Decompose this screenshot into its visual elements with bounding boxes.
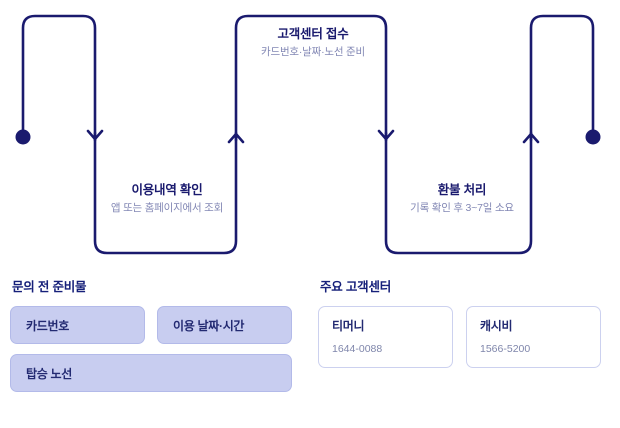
flow-path-graphic (15, 14, 601, 255)
flow-diagram: 이용내역 확인 앱 또는 홈페이지에서 조회 고객센터 접수 카드번호·날짜·노… (15, 14, 601, 255)
customer-centers-card-grid: 티머니 1644-0088 캐시비 1566-5200 (318, 306, 610, 368)
checklist-chip-route[interactable]: 탑승 노선 (10, 354, 292, 392)
checklist-heading: 문의 전 준비물 (12, 280, 87, 294)
checklist-panel: 문의 전 준비물 카드번호 이용 날짜·시간 탑승 노선 (10, 276, 302, 392)
customer-center-card-cashbee[interactable]: 캐시비 1566-5200 (466, 306, 601, 368)
flow-segment-2 (93, 131, 238, 255)
checklist-chip-grid: 카드번호 이용 날짜·시간 탑승 노선 (10, 306, 302, 392)
customer-center-phone[interactable]: 1644-0088 (332, 343, 383, 355)
arrowhead-down-1 (86, 129, 104, 141)
flow-segment-3 (234, 14, 388, 142)
customer-center-name: 티머니 (332, 319, 365, 333)
end-dot (585, 129, 601, 145)
start-dot (15, 129, 31, 145)
flow-segment-4 (384, 131, 533, 255)
customer-center-phone[interactable]: 1566-5200 (480, 343, 531, 355)
customer-center-name: 캐시비 (480, 319, 513, 333)
customer-centers-panel: 주요 고객센터 티머니 1644-0088 캐시비 1566-5200 (318, 276, 610, 368)
arrowhead-up-2 (522, 132, 540, 144)
customer-center-card-tmoney[interactable]: 티머니 1644-0088 (318, 306, 453, 368)
customer-centers-heading: 주요 고객센터 (320, 280, 392, 294)
checklist-chip-date-time[interactable]: 이용 날짜·시간 (157, 306, 292, 344)
checklist-chip-card-number[interactable]: 카드번호 (10, 306, 145, 344)
arrowhead-up-1 (227, 132, 245, 144)
flow-segment-5 (529, 14, 595, 142)
flow-segment-1 (21, 14, 97, 142)
bottom-section: 문의 전 준비물 카드번호 이용 날짜·시간 탑승 노선 주요 고객센터 티머니… (0, 276, 620, 428)
arrowhead-down-2 (377, 129, 395, 141)
